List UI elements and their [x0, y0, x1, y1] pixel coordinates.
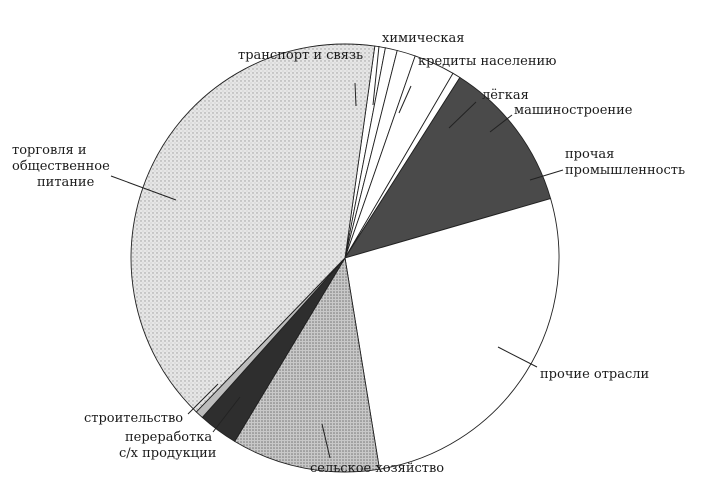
leader-line-credits: [398, 85, 412, 114]
label-other-industry-line2: промышленность: [565, 163, 685, 178]
pie-slices: [130, 43, 560, 473]
pie-slice-5: [343, 76, 552, 259]
leader-line-processing: [212, 396, 241, 433]
leader-line-construction: [187, 383, 219, 415]
pie-slice-7: [234, 256, 381, 473]
leader-line-other-sectors: [497, 346, 538, 368]
leader-line-agriculture: [321, 423, 331, 459]
label-agriculture: сельское хозяйство: [310, 461, 444, 476]
label-trade-line1: торговля и: [12, 143, 87, 158]
label-chemical: химическая: [382, 31, 464, 46]
slice-labels: транспорт и связь химическая кредиты нас…: [12, 31, 685, 476]
label-other-industry-line1: прочая: [565, 147, 614, 162]
leader-line-transport: [354, 82, 357, 107]
pie-slice-6: [344, 198, 560, 470]
label-trade-line2: общественное: [12, 159, 110, 174]
label-processing-line1: переработка: [125, 430, 212, 445]
label-processing-line2: с/х продукции: [119, 446, 216, 461]
label-other-sectors: прочие отрасли: [540, 367, 649, 382]
leader-line-machinery: [489, 114, 513, 133]
leader-line-trade: [110, 175, 177, 201]
leader-line-other-industry: [529, 169, 564, 181]
label-trade-line3: питание: [37, 175, 95, 190]
pie-slice-10: [130, 43, 376, 413]
leader-line-light: [448, 101, 477, 129]
label-light: лёгкая: [482, 88, 529, 103]
label-construction: строительство: [84, 411, 183, 426]
label-transport: транспорт и связь: [238, 48, 363, 63]
leader-lines: [110, 45, 564, 459]
label-credits: кредиты населению: [418, 54, 556, 69]
leader-line-chemical: [372, 45, 380, 106]
label-machinery: машиностроение: [514, 103, 633, 118]
